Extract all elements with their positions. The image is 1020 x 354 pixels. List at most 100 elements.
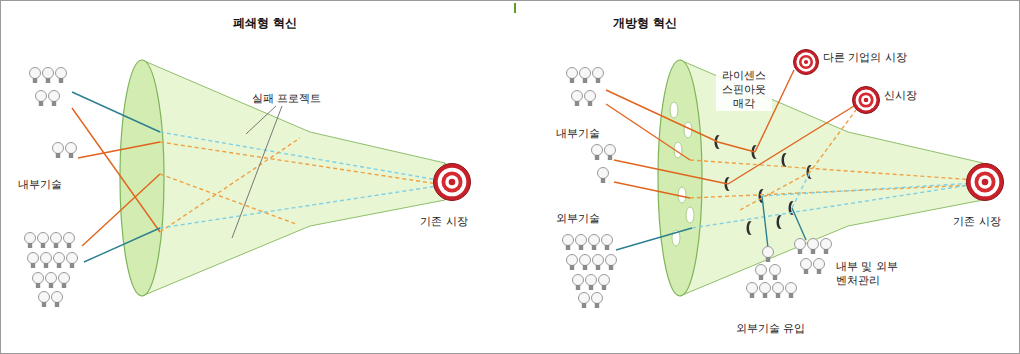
light-bulb xyxy=(808,239,819,255)
market-label: 기존 시장 xyxy=(420,215,468,229)
light-bulb xyxy=(30,68,41,84)
flow-line xyxy=(72,108,160,232)
light-bulb xyxy=(602,235,613,251)
light-bulb xyxy=(801,259,812,275)
target-market: 다른 기업의 시장 xyxy=(793,49,819,75)
market-label: 다른 기업의 시장 xyxy=(823,51,907,65)
flow-line xyxy=(84,228,160,262)
light-bulb xyxy=(814,259,825,275)
flow-line xyxy=(160,132,438,180)
flow-line xyxy=(728,106,854,184)
light-bulb xyxy=(66,143,77,159)
light-bulb xyxy=(592,145,603,161)
light-bulb xyxy=(67,253,78,269)
light-bulb xyxy=(51,233,62,249)
annotation: 실패 프로젝트 xyxy=(252,92,322,106)
light-bulb xyxy=(38,233,49,249)
light-bulb xyxy=(605,145,616,161)
flow-line xyxy=(606,104,690,160)
light-bulb xyxy=(46,273,57,289)
light-bulb xyxy=(756,265,767,281)
light-bulb xyxy=(52,292,63,308)
light-bulb xyxy=(606,255,617,271)
light-bulb xyxy=(33,273,44,289)
light-bulb xyxy=(592,293,603,309)
light-bulb xyxy=(36,91,47,107)
light-bulb xyxy=(56,68,67,84)
flow-line xyxy=(82,174,160,246)
light-bulb xyxy=(593,68,604,84)
light-bulb xyxy=(585,91,596,107)
flow-line xyxy=(78,142,160,158)
light-bulb xyxy=(53,143,64,159)
market-label: 신시장 xyxy=(884,89,917,103)
light-bulb xyxy=(54,253,65,269)
light-bulb xyxy=(599,275,610,291)
funnel xyxy=(658,60,986,296)
flow-line xyxy=(160,186,438,228)
light-bulbs xyxy=(25,68,832,309)
light-bulb xyxy=(572,91,583,107)
target-market: 기존 시장 xyxy=(433,163,471,201)
flow-line xyxy=(740,110,856,210)
panel-title: 개방형 혁신 xyxy=(613,16,677,31)
light-bulb xyxy=(589,235,600,251)
flow-line xyxy=(762,196,768,248)
flow-line xyxy=(762,183,976,196)
leader-line xyxy=(246,106,276,134)
light-bulb xyxy=(579,293,590,309)
market-label: 기존 시장 xyxy=(953,215,1001,229)
light-bulb xyxy=(580,68,591,84)
funnel xyxy=(120,60,448,296)
light-bulb xyxy=(786,283,797,299)
flow-line xyxy=(792,208,806,240)
target-market: 기존 시장 xyxy=(966,163,1004,201)
annotation: 내부기술 xyxy=(556,127,600,141)
flow-lines xyxy=(72,70,976,262)
light-bulb xyxy=(59,273,70,289)
light-bulb xyxy=(795,239,806,255)
light-bulb xyxy=(576,235,587,251)
annotation: 외부기술 xyxy=(556,212,600,226)
light-bulb xyxy=(598,168,609,184)
flow-line xyxy=(614,160,728,184)
target-market: 신시장 xyxy=(852,86,880,114)
light-bulb xyxy=(567,68,578,84)
leader-line xyxy=(232,106,282,238)
light-bulb xyxy=(747,283,758,299)
light-bulb xyxy=(763,247,774,263)
light-bulb xyxy=(39,292,50,308)
light-bulb xyxy=(41,253,52,269)
light-bulb xyxy=(821,239,832,255)
light-bulb xyxy=(563,235,574,251)
target-symbol xyxy=(793,49,819,75)
flow-line xyxy=(160,142,438,184)
flow-line xyxy=(690,160,976,180)
annotation: 외부기술 유입 xyxy=(736,322,806,336)
light-bulb xyxy=(28,253,39,269)
light-bulb xyxy=(580,255,591,271)
light-bulb xyxy=(593,255,604,271)
target-symbol xyxy=(852,86,880,114)
top-mark xyxy=(514,3,516,13)
annotation: 내부 및 외부 벤처관리 xyxy=(836,260,910,288)
light-bulb xyxy=(586,275,597,291)
target-symbol xyxy=(433,163,471,201)
annotation: 내부기술 xyxy=(18,178,62,192)
light-bulb xyxy=(567,255,578,271)
panel-title: 폐쇄형 혁신 xyxy=(233,16,297,31)
annotation: 라이센스 스핀아웃 매각 xyxy=(716,68,772,111)
light-bulb xyxy=(773,283,784,299)
light-bulb xyxy=(25,233,36,249)
light-bulb xyxy=(49,91,60,107)
light-bulb xyxy=(770,265,781,281)
light-bulb xyxy=(43,68,54,84)
flow-line xyxy=(614,182,690,198)
flow-line xyxy=(616,228,692,250)
flow-line xyxy=(692,184,976,228)
light-bulb xyxy=(760,283,771,299)
light-bulb xyxy=(573,275,584,291)
target-symbol xyxy=(966,163,1004,201)
